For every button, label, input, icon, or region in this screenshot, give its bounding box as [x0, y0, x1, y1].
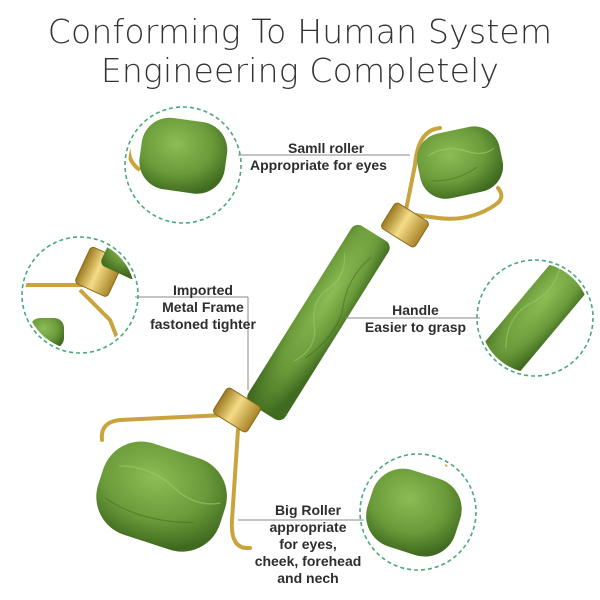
top-frame-wire — [403, 126, 504, 221]
callout-small-roller-title: Samll roller — [288, 140, 365, 156]
big-roller — [96, 441, 227, 552]
callout-small-roller: Samll roller Appropriate for eyes — [250, 140, 387, 174]
bottom-frame-wire — [99, 413, 252, 551]
detail-circle-frame — [21, 236, 139, 354]
callout-big-roller-line-2: appropriate — [269, 519, 347, 535]
callout-frame: Imported Metal Frame fastoned tighter — [138, 282, 268, 333]
callout-handle-title: Handle — [392, 302, 439, 318]
callout-frame-line-2: Metal Frame — [162, 299, 244, 315]
headline-line-2: Engineering Completely — [100, 51, 500, 90]
small-roller — [416, 126, 504, 199]
headline-line-1: Conforming To Human System — [47, 12, 553, 51]
bottom-ferrule — [213, 387, 261, 433]
callout-frame-line-1: Imported — [173, 282, 233, 298]
callout-frame-line-3: fastoned tighter — [150, 316, 256, 332]
callout-big-roller-line-4: cheek, forehead — [254, 553, 362, 569]
handle — [247, 224, 390, 421]
detail-circle-big-roller — [359, 453, 477, 571]
leader-lines — [135, 154, 482, 521]
detail-circle-small-roller — [124, 106, 242, 224]
detail-circle-handle — [476, 259, 594, 377]
top-ferrule — [381, 202, 429, 248]
callout-big-roller-line-3: for eyes, — [279, 536, 337, 552]
callout-small-roller-desc: Appropriate for eyes — [250, 157, 387, 173]
callout-big-roller-line-1: Big Roller — [274, 502, 342, 518]
callout-big-roller-line-5: and nech — [277, 570, 339, 586]
callout-big-roller: Big Roller appropriate for eyes, cheek, … — [248, 502, 368, 587]
callout-handle: Handle Easier to grasp — [358, 302, 473, 336]
callout-handle-desc: Easier to grasp — [364, 319, 467, 335]
